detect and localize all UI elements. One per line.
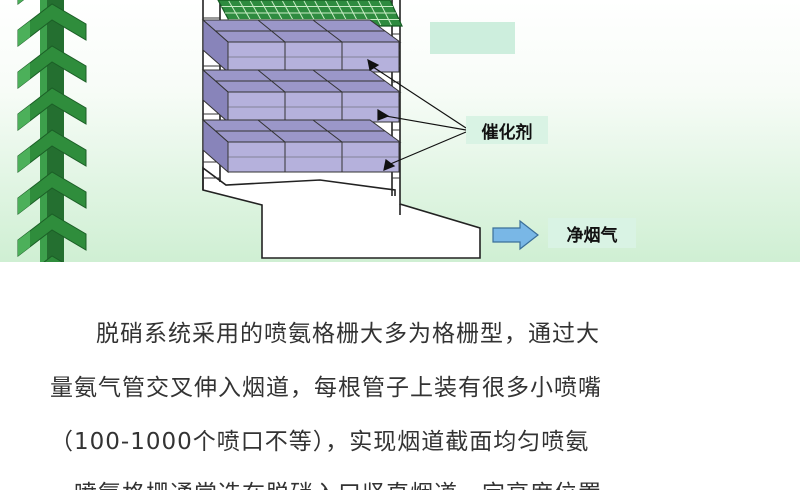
spiral-band-highlight bbox=[18, 147, 30, 172]
leader-arrow-2 bbox=[377, 108, 390, 121]
spiral-core-highlight bbox=[40, 0, 47, 262]
spiral-band-highlight bbox=[18, 189, 30, 214]
spiral-band-highlight bbox=[18, 21, 30, 46]
paragraph-line-3: （100-1000个喷口不等），实现烟道截面均匀喷氨 bbox=[50, 429, 590, 455]
spiral-band-highlight bbox=[18, 63, 30, 88]
paragraph-line-1: 脱硝系统采用的喷氨格栅大多为格栅型，通过大 bbox=[96, 321, 600, 347]
catalyst-layers bbox=[201, 18, 402, 174]
leader-line-3 bbox=[387, 131, 467, 166]
label-clean-gas: 净烟气 bbox=[548, 218, 636, 248]
spiral-band bbox=[43, 255, 64, 262]
leader-arrow-1 bbox=[367, 58, 380, 71]
scr-reactor-diagram: 催化剂 净烟气 bbox=[0, 0, 800, 262]
spiral-band-highlight bbox=[18, 231, 30, 256]
spiral-pipe bbox=[17, 0, 87, 262]
label-catalyst: 催化剂 bbox=[466, 116, 548, 144]
spiral-bands bbox=[17, 0, 87, 262]
leader-arrow-3 bbox=[383, 158, 396, 171]
catalyst-layer bbox=[201, 118, 402, 174]
label-top-box bbox=[430, 22, 515, 54]
paragraph-line-4: 。喷氨格栅通常选在脱硝入口竖直烟道一定高度位置 bbox=[0, 474, 800, 490]
catalyst-layer bbox=[201, 68, 402, 124]
clean-gas-arrow-icon bbox=[492, 219, 539, 251]
leader-lines bbox=[367, 58, 467, 171]
spiral-band-highlight bbox=[18, 105, 30, 130]
leader-line-2 bbox=[379, 114, 467, 131]
leader-line-1 bbox=[369, 64, 467, 129]
reactor-inner-curve bbox=[202, 166, 396, 196]
reactor-illustration bbox=[17, 0, 539, 262]
catalyst-layer bbox=[201, 18, 402, 74]
paragraph-line-2: 量氨气管交叉伸入烟道，每根管子上装有很多小喷嘴 bbox=[50, 375, 602, 401]
spiral-band-highlight bbox=[18, 0, 24, 4]
description-paragraph: 脱硝系统采用的喷氨格栅大多为格栅型，通过大 量氨气管交叉伸入烟道，每根管子上装有… bbox=[0, 298, 800, 490]
